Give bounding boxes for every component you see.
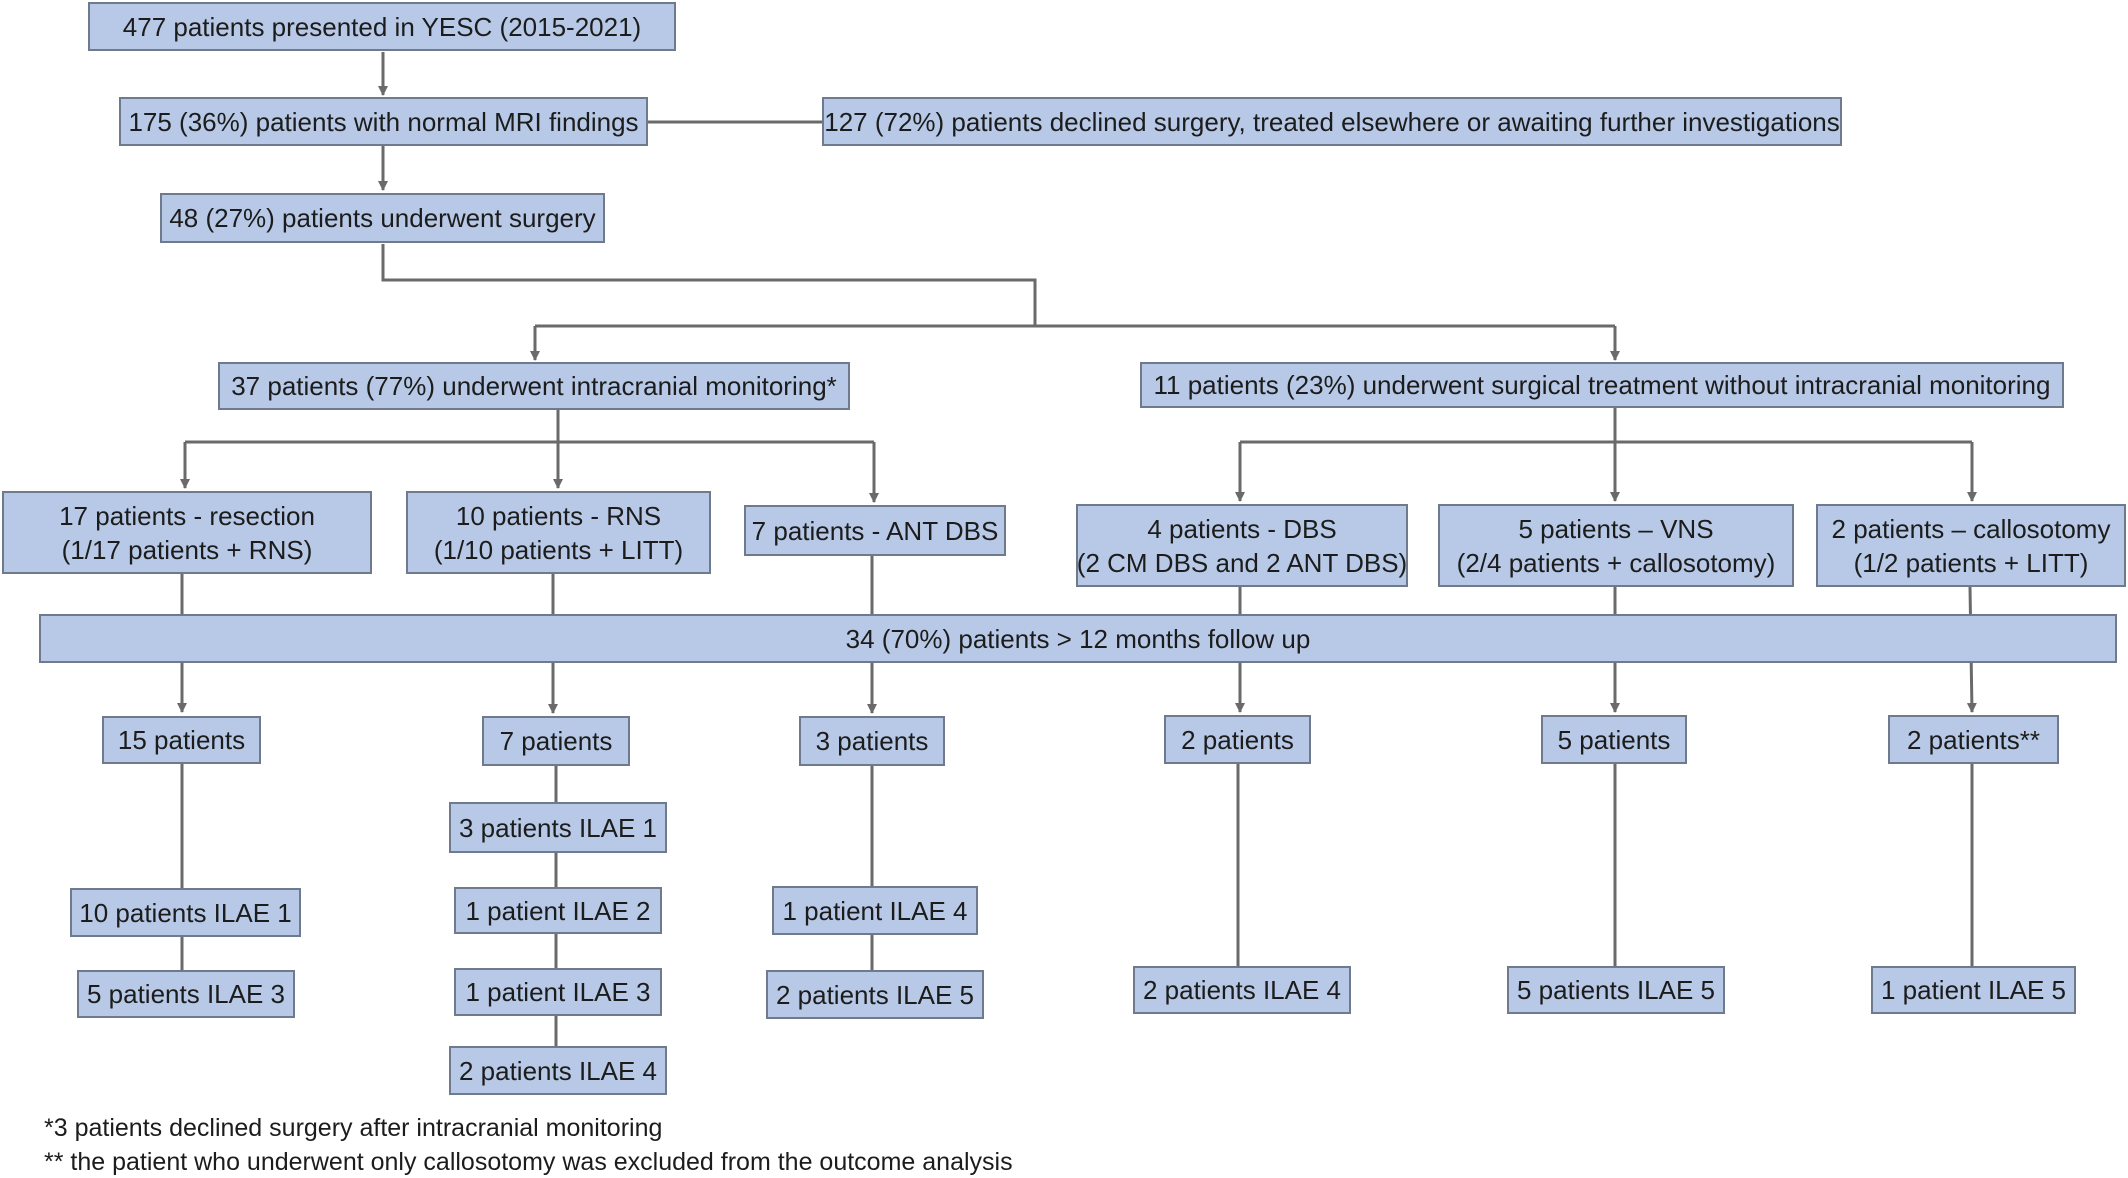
ant-dbs-followup-box: 3 patients (799, 716, 945, 766)
rns-ilae1-text: 3 patients ILAE 1 (458, 812, 658, 843)
resection-line2: (1/17 patients + RNS) (61, 534, 313, 565)
intracranial-text: 37 patients (77%) underwent intracranial… (231, 371, 837, 401)
callosotomy-followup-text: 2 patients** (1907, 724, 2040, 755)
rns-ilae3-box: 1 patient ILAE 3 (454, 968, 662, 1016)
vns-ilae5-text: 5 patients ILAE 5 (1516, 975, 1716, 1005)
declined-text: 127 (72%) patients declined surgery, tre… (824, 106, 1840, 137)
callosotomy-followup-box: 2 patients** (1888, 715, 2059, 764)
ant-dbs-ilae5-text: 2 patients ILAE 5 (775, 979, 975, 1010)
followup-banner: 34 (70%) patients > 12 months follow up (39, 614, 2117, 663)
normal-mri-text: 175 (36%) patients with normal MRI findi… (128, 106, 639, 137)
resection-followup-text: 15 patients (117, 725, 246, 755)
line-surgery-split (381, 244, 1037, 326)
rns-ilae3-text: 1 patient ILAE 3 (465, 977, 651, 1007)
dbs-followup-text: 2 patients (1181, 724, 1294, 755)
dbs-ilae4-text: 2 patients ILAE 4 (1142, 975, 1342, 1005)
rns-ilae2-text: 1 patient ILAE 2 (465, 895, 651, 926)
resection-line1: 17 patients - resection (59, 500, 315, 531)
callosotomy-ilae5-text: 1 patient ILAE 5 (1880, 975, 2067, 1005)
no-intracranial-text: 11 patients (23%) underwent surgical tre… (1153, 370, 2051, 400)
ant-dbs-ilae4-text: 1 patient ILAE 4 (782, 895, 968, 926)
declined-box: 127 (72%) patients declined surgery, tre… (822, 97, 1842, 146)
dbs-line2: (2 CM DBS and 2 ANT DBS) (1076, 547, 1408, 578)
rns-ilae2-box: 1 patient ILAE 2 (454, 887, 662, 934)
vns-followup-box: 5 patients (1541, 715, 1687, 764)
rns-line2: (1/10 patients + LITT) (433, 534, 684, 565)
resection-followup-box: 15 patients (102, 716, 261, 764)
ant-dbs-ilae4-box: 1 patient ILAE 4 (772, 886, 978, 935)
intracranial-box: 37 patients (77%) underwent intracranial… (218, 362, 850, 410)
no-intracranial-box: 11 patients (23%) underwent surgical tre… (1140, 362, 2064, 408)
vns-ilae5-box: 5 patients ILAE 5 (1507, 966, 1725, 1014)
ant-dbs-box: 7 patients - ANT DBS (744, 505, 1006, 556)
rns-followup-box: 7 patients (482, 716, 630, 766)
dbs-box: 4 patients - DBS (2 CM DBS and 2 ANT DBS… (1076, 504, 1408, 587)
vns-line1: 5 patients – VNS (1518, 513, 1714, 544)
rns-ilae1-box: 3 patients ILAE 1 (449, 802, 667, 853)
callosotomy-box: 2 patients – callosotomy (1/2 patients +… (1816, 504, 2126, 587)
vns-box: 5 patients – VNS (2/4 patients + calloso… (1438, 504, 1794, 587)
ant-dbs-text: 7 patients - ANT DBS (751, 515, 999, 546)
dbs-followup-box: 2 patients (1164, 715, 1311, 764)
ant-dbs-ilae5-box: 2 patients ILAE 5 (766, 970, 984, 1019)
resection-ilae3-text: 5 patients ILAE 3 (86, 979, 286, 1009)
resection-ilae3-box: 5 patients ILAE 3 (77, 970, 295, 1018)
ant-dbs-followup-text: 3 patients (815, 726, 929, 756)
followup-text: 34 (70%) patients > 12 months follow up (845, 623, 1311, 654)
vns-followup-text: 5 patients (1557, 724, 1671, 755)
resection-box: 17 patients - resection (1/17 patients +… (2, 491, 372, 574)
rns-followup-text: 7 patients (499, 726, 613, 756)
rns-ilae4-box: 2 patients ILAE 4 (449, 1046, 667, 1095)
vns-line2: (2/4 patients + callosotomy) (1456, 547, 1776, 578)
dbs-ilae4-box: 2 patients ILAE 4 (1133, 966, 1351, 1014)
dbs-line1: 4 patients - DBS (1147, 513, 1337, 544)
resection-ilae1-box: 10 patients ILAE 1 (70, 888, 301, 937)
callosotomy-ilae5-box: 1 patient ILAE 5 (1871, 966, 2076, 1014)
resection-ilae1-text: 10 patients ILAE 1 (79, 897, 292, 928)
footnote-callosotomy: ** the patient who underwent only callos… (44, 1148, 1013, 1176)
normal-mri-box: 175 (36%) patients with normal MRI findi… (119, 97, 648, 146)
rns-line1: 10 patients - RNS (455, 500, 662, 531)
surgery-box: 48 (27%) patients underwent surgery (160, 193, 605, 243)
presented-box: 477 patients presented in YESC (2015-202… (88, 2, 676, 51)
presented-text: 477 patients presented in YESC (2015-202… (122, 11, 642, 42)
callosotomy-line2: (1/2 patients + LITT) (1853, 547, 2089, 578)
rns-ilae4-text: 2 patients ILAE 4 (458, 1055, 658, 1086)
footnote-intracranial: *3 patients declined surgery after intra… (44, 1114, 663, 1142)
callosotomy-line1: 2 patients – callosotomy (1831, 513, 2111, 544)
rns-box: 10 patients - RNS (1/10 patients + LITT) (406, 491, 711, 574)
surgery-text: 48 (27%) patients underwent surgery (169, 203, 596, 233)
